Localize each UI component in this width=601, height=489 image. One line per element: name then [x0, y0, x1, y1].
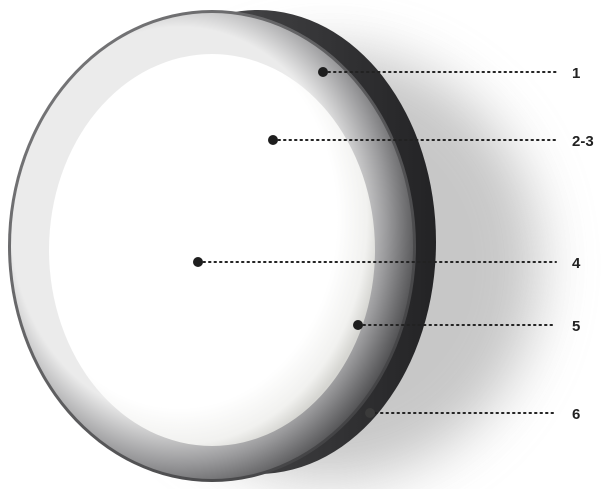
callout-marker-1	[318, 67, 328, 77]
callout-marker-6	[365, 408, 375, 418]
callout-marker-4	[193, 257, 203, 267]
diffuser-lens	[49, 54, 375, 446]
callout-label-4: 4	[572, 255, 581, 272]
callout-label-5: 5	[572, 318, 580, 335]
callout-marker-2-3	[268, 135, 278, 145]
callout-label-2-3: 2-3	[572, 133, 594, 150]
callout-marker-5	[353, 320, 363, 330]
callout-label-6: 6	[572, 406, 580, 423]
callout-label-1: 1	[572, 65, 580, 82]
